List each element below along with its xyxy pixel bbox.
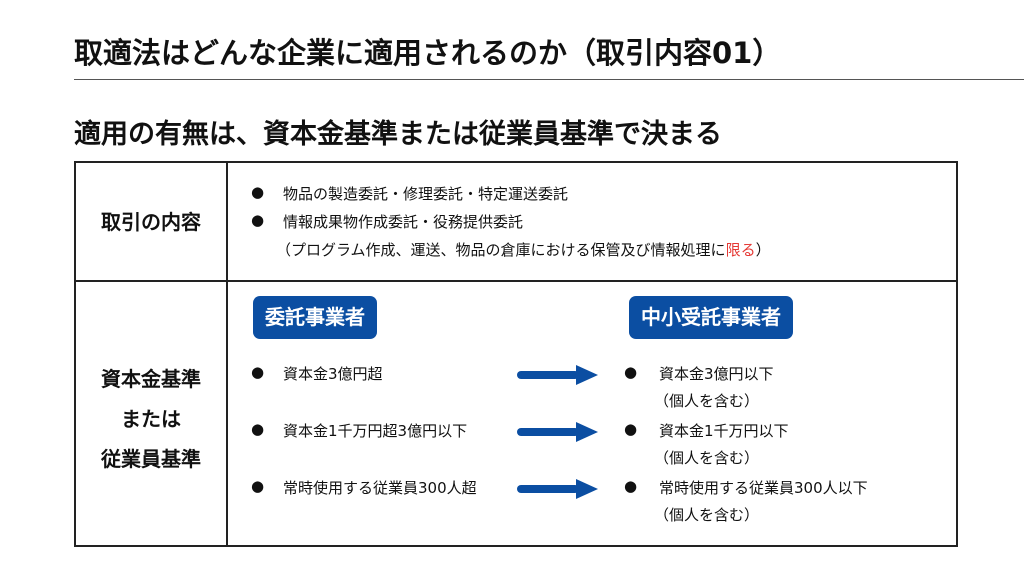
bullet-icon: ●	[624, 420, 638, 438]
bullet-icon: ●	[251, 211, 265, 229]
consignor-criterion: 資本金3億円超	[283, 365, 383, 383]
consignee-criterion: 資本金1千万円以下	[659, 422, 789, 440]
consignor-criterion: 常時使用する従業員300人超	[283, 479, 477, 497]
consignee-note: （個人を含む）	[654, 392, 760, 410]
arrow-right-icon	[517, 365, 598, 385]
row-header-criteria-2: または	[121, 407, 181, 431]
note-highlight: 限る	[725, 241, 756, 259]
transaction-item: 物品の製造委託・修理委託・特定運送委託	[283, 185, 569, 203]
transaction-item: 情報成果物作成委託・役務提供委託	[283, 213, 524, 231]
page-title: 取適法はどんな企業に適用されるのか（取引内容01）	[74, 36, 782, 70]
arrow-right-icon	[517, 422, 598, 442]
consignee-criterion: 資本金3億円以下	[659, 365, 774, 383]
row-header-criteria-3: 従業員基準	[101, 447, 201, 471]
consignee-note: （個人を含む）	[654, 506, 760, 524]
bullet-icon: ●	[624, 363, 638, 381]
row-header-transaction: 取引の内容	[101, 210, 201, 234]
transaction-note: （プログラム作成、運送、物品の倉庫における保管及び情報処理に限る）	[276, 239, 771, 260]
row-divider	[76, 280, 956, 282]
bullet-icon: ●	[251, 420, 265, 438]
bullet-icon: ●	[624, 477, 638, 495]
note-suffix: ）	[755, 241, 771, 259]
bullet-icon: ●	[251, 363, 265, 381]
column-divider	[226, 163, 228, 545]
subtitle: 適用の有無は、資本金基準または従業員基準で決まる	[74, 119, 722, 150]
badge-small-consignee: 中小受託事業者	[629, 296, 793, 339]
row-header-criteria-1: 資本金基準	[101, 367, 201, 391]
bullet-icon: ●	[251, 183, 265, 201]
consignee-criterion: 常時使用する従業員300人以下	[659, 479, 868, 497]
consignee-note: （個人を含む）	[654, 449, 760, 467]
bullet-icon: ●	[251, 477, 265, 495]
arrow-right-icon	[517, 479, 598, 499]
criteria-table: 取引の内容 ● 物品の製造委託・修理委託・特定運送委託 ● 情報成果物作成委託・…	[74, 161, 958, 547]
note-prefix: （プログラム作成、運送、物品の倉庫における保管及び情報処理に	[276, 241, 726, 259]
consignor-criterion: 資本金1千万円超3億円以下	[283, 422, 468, 440]
badge-consignor: 委託事業者	[253, 296, 377, 339]
title-divider	[74, 79, 1024, 80]
